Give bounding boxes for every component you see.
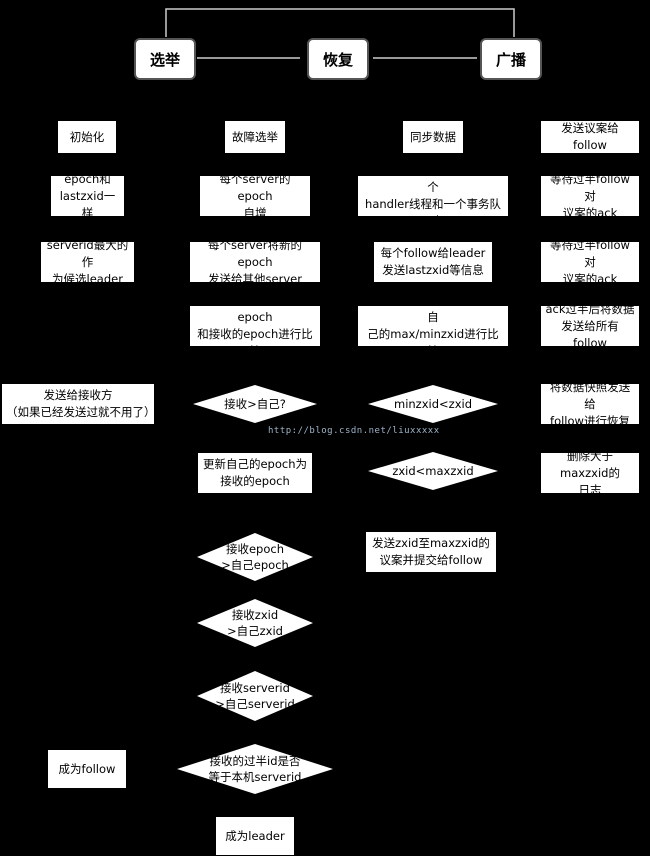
text-line: 发送给接收方 [43, 388, 113, 402]
text-line: 接收>自己? [224, 397, 286, 411]
diamond-shape [193, 385, 317, 423]
box-send-proposal-follow: 发送议案给follow [541, 121, 639, 153]
text-line: 每个server将新的epoch [208, 237, 302, 269]
box-send-receiver: 发送给接收方 （如果已经发送过就不用了） [2, 384, 156, 424]
text-line: 议案的ack [562, 271, 618, 286]
box-become-leader: 成为leader [216, 817, 294, 855]
box-fault-title: 故障选举 [225, 121, 285, 153]
text-line: 接收serverid [220, 681, 290, 695]
text-line: 议案并提交给follow [379, 553, 483, 567]
text-line: （如果已经发送过就不用了） [6, 405, 156, 419]
text-line: 每个server将新的epoch [208, 293, 302, 324]
text-line: 等待过半follow对 [550, 237, 630, 269]
diamond-maxzxid: zxid<maxzxid [367, 451, 499, 491]
diamond-majority: 接收的过半id是否等于本机serverid [176, 743, 334, 795]
box-wait-ack-2: 等待过半follow对议案的ack [541, 238, 639, 286]
text-line: 每个server的epoch [219, 171, 291, 203]
diamond-recv-self: 接收>自己? [192, 384, 318, 424]
box-update-epoch: 更新自己的epoch为接收的epoch [198, 453, 312, 493]
diamond-shape [368, 452, 498, 490]
text-line: 删除大于maxzxid的 [560, 448, 620, 480]
text-line: 发送给其他server [208, 271, 302, 286]
box-send-epoch: 每个server将新的epoch 发送给其他server [190, 238, 320, 286]
diamond-shape [197, 671, 313, 721]
text-line: ack过半后将数据 [545, 301, 635, 316]
text-line: >自己serverid [215, 697, 295, 711]
box-wait-ack-1: 等待过半follow对议案的ack [541, 172, 639, 220]
box-send-proposal-zxid: 发送zxid至maxzxid的议案并提交给follow [366, 532, 496, 572]
box-become-follow: 成为follow [48, 750, 126, 788]
text-line: 接收的epoch [220, 474, 290, 488]
diamond-recv-zxid: 接收zxid >自己zxid [196, 598, 314, 648]
text-line: serverid最大的作 [46, 237, 129, 269]
text-line: 为候选leader [52, 271, 123, 286]
text-line: 每个follow给leader [380, 246, 486, 260]
text-line: 和接收的epoch进行比较 [197, 327, 313, 358]
diamond-shape [177, 744, 333, 794]
box-sync-title: 同步数据 [403, 121, 463, 153]
diamond-shape [197, 599, 313, 647]
text-line: 己的max/minzxid进行比较 [367, 327, 499, 358]
box-follow-send: 每个follow给leader 发送lastzxid等信息 [374, 242, 492, 282]
text-line: 将数据快照发送给 [549, 379, 631, 411]
text-line: epoch和 [64, 171, 111, 186]
box-epoch-same: epoch和 lastzxid一样 [51, 172, 124, 220]
text-line: lastzxid一样 [59, 188, 116, 220]
header-broadcast: 广播 [480, 38, 542, 80]
watermark: http://blog.csdn.net/liuxxxxx [268, 426, 440, 436]
text-line: zxid<maxzxid [392, 464, 474, 478]
box-epoch-inc: 每个server的epoch 自增 [200, 172, 310, 220]
text-line: 发送zxid至maxzxid的 [372, 536, 490, 550]
header-election: 选举 [134, 38, 196, 80]
text-line: >自己epoch [221, 558, 289, 572]
box-leader-compare: leader将收到的lastzxid和自己的max/minzxid进行比较 [358, 293, 508, 358]
box-snapshot: 将数据快照发送给 follow进行恢复 [541, 380, 639, 428]
text-line: >自己zxid [227, 624, 283, 638]
text-line: 日志 [578, 482, 602, 497]
diamond-recv-epoch: 接收epoch >自己epoch [196, 532, 314, 582]
box-init: 初始化 [58, 121, 116, 153]
text-line: leader给每个follow建立一个 [363, 163, 503, 194]
diamond-recv-serverid: 接收serverid >自己serverid [196, 670, 314, 722]
text-line: minzxid<zxid [394, 397, 472, 411]
text-line: 接收zxid [231, 608, 279, 622]
text-line: 接收的过半id是否 [209, 754, 301, 768]
box-serverid-leader: serverid最大的作为候选leader [41, 238, 134, 286]
diamond-minzxid: minzxid<zxid [367, 384, 499, 424]
text-line: leader将收到的lastzxid和自 [364, 293, 502, 324]
text-line: 发送lastzxid等信息 [382, 263, 484, 277]
box-ack-send: ack过半后将数据发送给所有follow [541, 302, 639, 350]
diamond-shape [368, 385, 498, 423]
text-line: 自增 [243, 205, 267, 220]
header-recovery: 恢复 [307, 38, 369, 80]
diamond-shape [197, 533, 313, 581]
text-line: follow进行恢复 [550, 413, 630, 428]
text-line: 接收epoch [225, 542, 284, 556]
text-line: 议案的ack [562, 205, 618, 220]
text-line: 发送给所有follow [561, 318, 619, 350]
text-line: handler线程和一个事务队列 [365, 197, 501, 228]
text-line: 等待过半follow对 [550, 171, 630, 203]
text-line: 更新自己的epoch为 [202, 457, 308, 471]
box-delete-log: 删除大于maxzxid的日志 [541, 449, 639, 497]
text-line: 等于本机serverid [208, 770, 302, 784]
